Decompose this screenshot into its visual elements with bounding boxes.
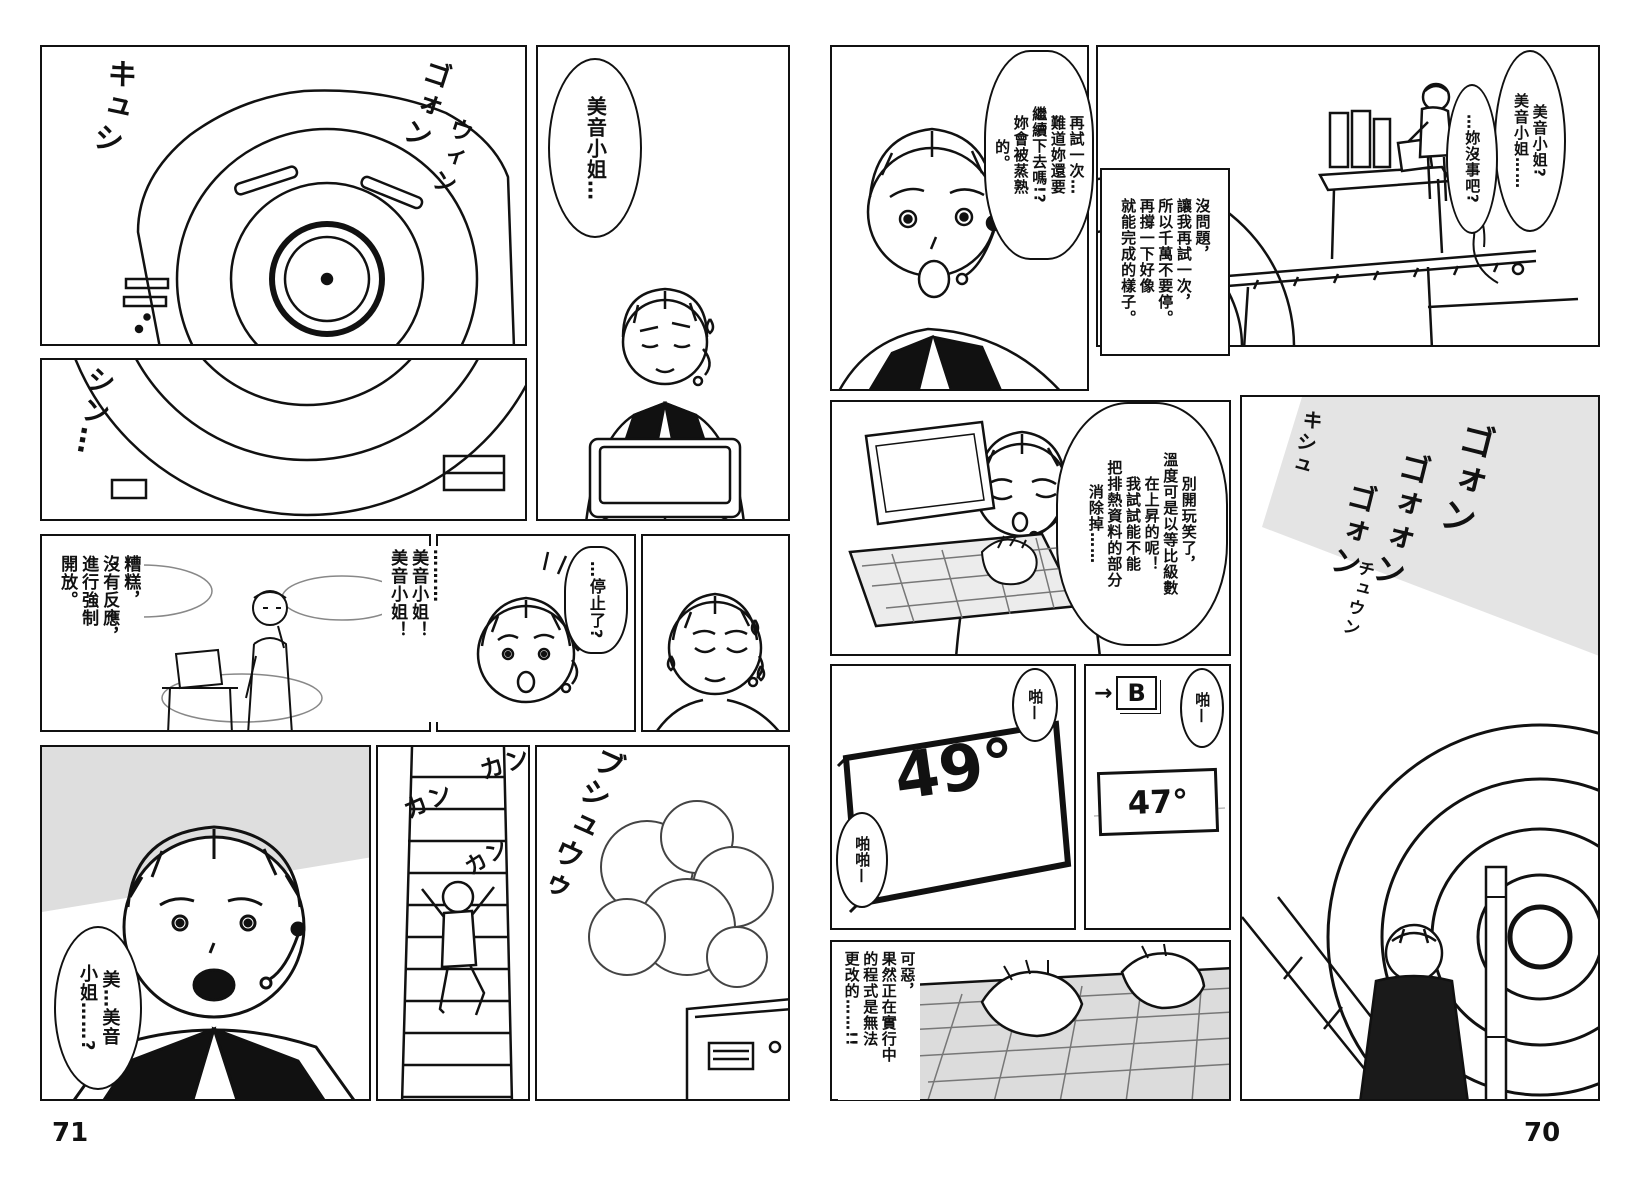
speech-bubble-mine-ok-2: …妳沒事吧?	[1446, 84, 1498, 234]
strained-face-illustration	[656, 592, 780, 730]
panel-strained-face	[641, 534, 790, 732]
caption-damn: 可惡， 果然正在實行中 的程式是無法 更改的……!!	[838, 948, 921, 1100]
headset-closeup-illustration	[838, 127, 1060, 389]
b-key-label: B	[1116, 676, 1157, 710]
page-number-right: 70	[1524, 1118, 1561, 1148]
sfx-bubble-pa-1: 啪—	[1012, 668, 1058, 742]
panel-ladder-climb	[376, 745, 530, 1101]
panel-machine-top	[40, 45, 527, 346]
speech-bubble-stopped: …停止了?	[564, 546, 628, 654]
bubble-text: 美…美音 小姐……?	[77, 964, 121, 1052]
temperature-readout-47: 47°	[1096, 767, 1220, 837]
radio-text: 沒問題， 讓我再試一次， 所以千萬不要停。 再撐一下好像 就能完成的樣子。	[1119, 198, 1212, 326]
panel-steam-burst	[535, 745, 790, 1101]
bubble-text: 啪啪—	[853, 836, 872, 884]
scanner-machine-illustration	[122, 89, 516, 344]
operator-illustration	[585, 287, 745, 519]
machine-standing-man-illustration	[1242, 397, 1598, 1099]
bubble-text: 再試一次… 難道妳還要 繼續下去嗎!? 妳會被蒸熟 的。	[993, 106, 1086, 204]
radio-text-box: 沒問題， 讓我再試一次， 所以千萬不要停。 再撐一下好像 就能完成的樣子。	[1100, 168, 1230, 356]
bubble-text: 美音小姐? 美音小姐……	[1512, 93, 1549, 189]
sfx-bubble-papa: 啪啪—	[836, 812, 888, 908]
page-number-left: 71	[52, 1118, 89, 1148]
caption-trouble: 糟糕， 沒有反應， 進行強制 開放。	[52, 552, 145, 730]
arrow-icon: →	[1094, 680, 1113, 706]
surprised-face-illustration	[476, 551, 587, 704]
keyboard-hands-illustration	[852, 943, 1229, 1099]
speech-bubble-retry: 再試一次… 難道妳還要 繼續下去嗎!? 妳會被蒸熟 的。	[984, 50, 1094, 260]
panel-machine-standing-man	[1240, 395, 1600, 1101]
b-key-indicator: → B	[1094, 676, 1157, 710]
bubble-text: 啪—	[1193, 692, 1212, 724]
panel-headset-closeup	[830, 45, 1089, 391]
steam-burst-illustration	[588, 800, 788, 1099]
bubble-text: 美音小姐…	[583, 95, 608, 201]
machine-arcs-illustration	[74, 360, 525, 517]
speech-bubble-calling-mine: 美音小姐…	[548, 58, 642, 238]
bubble-text: …妳沒事吧?	[1463, 114, 1482, 204]
caption-calling: ……… 美音小姐！ 美音小姐！	[382, 546, 454, 722]
sfx-bubble-pa-2: 啪—	[1180, 668, 1224, 748]
speech-bubble-mine-ok-1: 美音小姐? 美音小姐……	[1494, 50, 1566, 232]
panel-machine-arcs	[40, 358, 527, 521]
speech-bubble-no-joke: 別開玩笑了， 溫度可是以等比級數 在上昇的呢！ 我試試能不能 把排熱資料的部分 …	[1056, 402, 1228, 646]
shout-closeup-illustration	[42, 747, 369, 1099]
speech-bubble-mi-mine: 美…美音 小姐……?	[54, 926, 142, 1090]
bubble-text: 別開玩笑了， 溫度可是以等比級數 在上昇的呢！ 我試試能不能 把排熱資料的部分 …	[1086, 452, 1198, 596]
bubble-text: 啪—	[1026, 689, 1045, 721]
bubble-text: …停止了?	[586, 560, 606, 640]
display-49-illustration	[836, 720, 1072, 914]
ladder-climb-illustration	[400, 747, 514, 1099]
